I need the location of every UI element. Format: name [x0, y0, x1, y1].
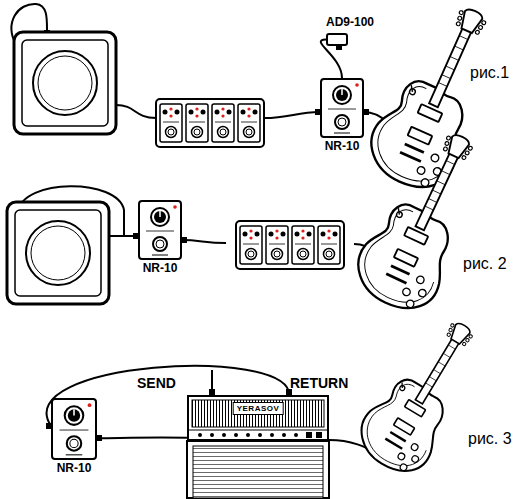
jack-label: RETURN: [290, 375, 348, 391]
pedal-box: NR-10: [138, 200, 182, 260]
pedal-model: NR-10: [57, 462, 92, 475]
patch-cable: [47, 366, 290, 426]
jack-label: SEND: [137, 375, 176, 391]
pedal-model: NR-10: [325, 140, 360, 153]
brand-logo: YERASOV: [233, 402, 284, 415]
patch-cable: [97, 436, 187, 439]
adapter-model: AD9-100: [326, 16, 374, 29]
pedal-box: NR-10: [51, 398, 97, 460]
power-adapter: AD9-100: [326, 33, 348, 46]
amp-head: YERASOV: [187, 395, 329, 441]
figure-label: рис. 3: [468, 430, 512, 448]
patch-cable: [321, 40, 342, 79]
figure-label: рис.1: [470, 64, 509, 82]
pedal-box: NR-10: [320, 78, 364, 138]
pedal-model: NR-10: [143, 262, 178, 275]
figure-label: рис. 2: [463, 255, 507, 273]
